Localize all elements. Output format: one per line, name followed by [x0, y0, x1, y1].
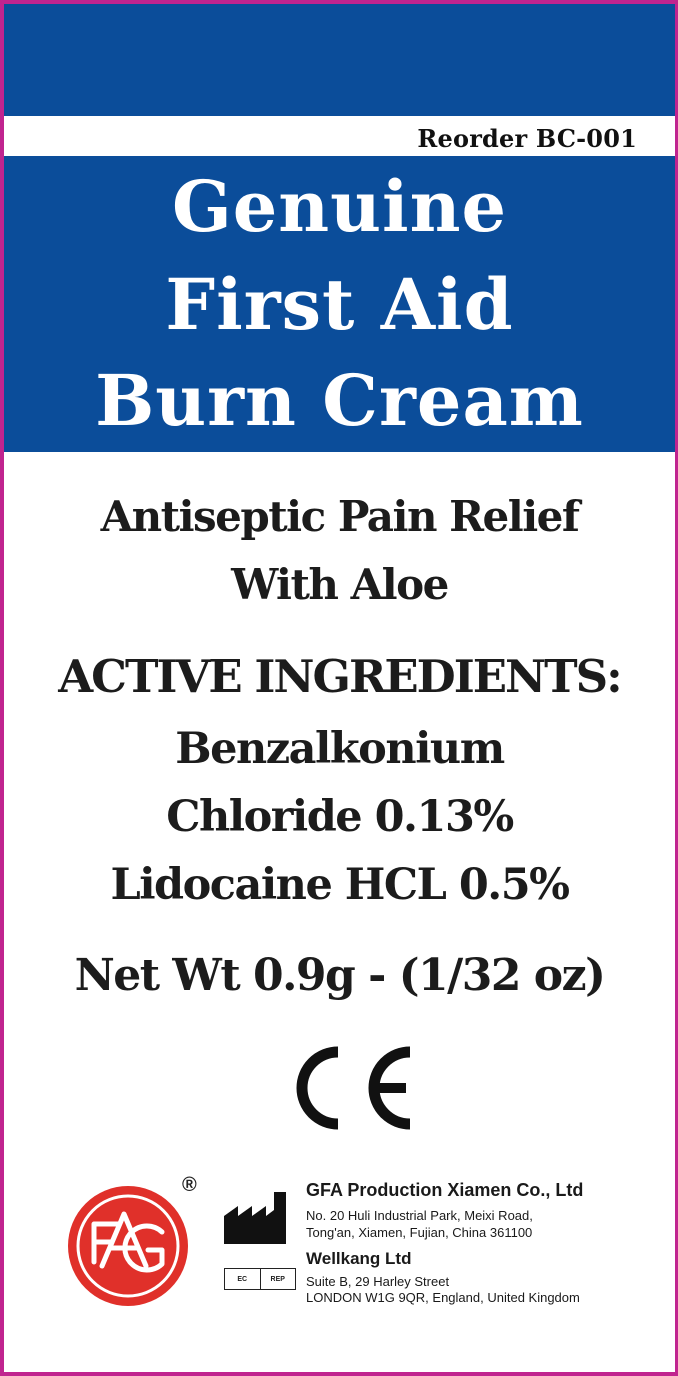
product-title-line-2: First Aid [165, 263, 514, 346]
ce-mark-icon [296, 1046, 411, 1130]
ec-rep-badge-rep: REP [259, 1269, 296, 1289]
active-ingredients-heading: ACTIVE INGREDIENTS: [58, 650, 623, 703]
registered-mark: ® [182, 1174, 197, 1196]
ec-rep-address-line-1: Suite B, 29 Harley Street [306, 1274, 450, 1289]
reorder-strip [4, 116, 675, 156]
subtitle-line-1: Antiseptic Pain Relief [100, 492, 580, 541]
manufacturer-address: No. 20 Huli Industrial Park, Meixi Road,… [306, 1207, 636, 1241]
title-blue-band [4, 156, 675, 452]
ec-rep-name: Wellkang Ltd [306, 1249, 412, 1268]
ingredient-line-3: Lidocaine HCL 0.5% [110, 860, 570, 910]
ec-rep-address-line-2: LONDON W1G 9QR, England, United Kingdom [306, 1290, 580, 1305]
ec-rep-address: Suite B, 29 Harley Street LONDON W1G 9QR… [306, 1274, 646, 1306]
ingredient-line-1: Benzalkonium [175, 724, 505, 774]
manufacturer-address-line-1: No. 20 Huli Industrial Park, Meixi Road, [306, 1208, 533, 1223]
manufacturer-address-line-2: Tong'an, Xiamen, Fujian, China 361100 [306, 1225, 533, 1240]
top-blue-band [4, 4, 675, 116]
manufacturer-factory-icon [224, 1192, 286, 1244]
ec-rep-badge: EC REP [224, 1268, 296, 1290]
subtitle-line-2: With Aloe [231, 560, 449, 609]
net-weight: Net Wt 0.9g - (1/32 oz) [74, 950, 606, 1001]
product-title-line-1: Genuine [171, 165, 508, 248]
ingredient-line-2: Chloride 0.13% [166, 792, 514, 842]
product-title-line-3: Burn Cream [95, 359, 584, 442]
ec-rep-badge-ec: EC [237, 1275, 248, 1283]
manufacturer-name: GFA Production Xiamen Co., Ltd [306, 1180, 584, 1200]
reorder-number: Reorder BC-001 [417, 124, 637, 153]
gfa-seal-icon [68, 1186, 188, 1306]
